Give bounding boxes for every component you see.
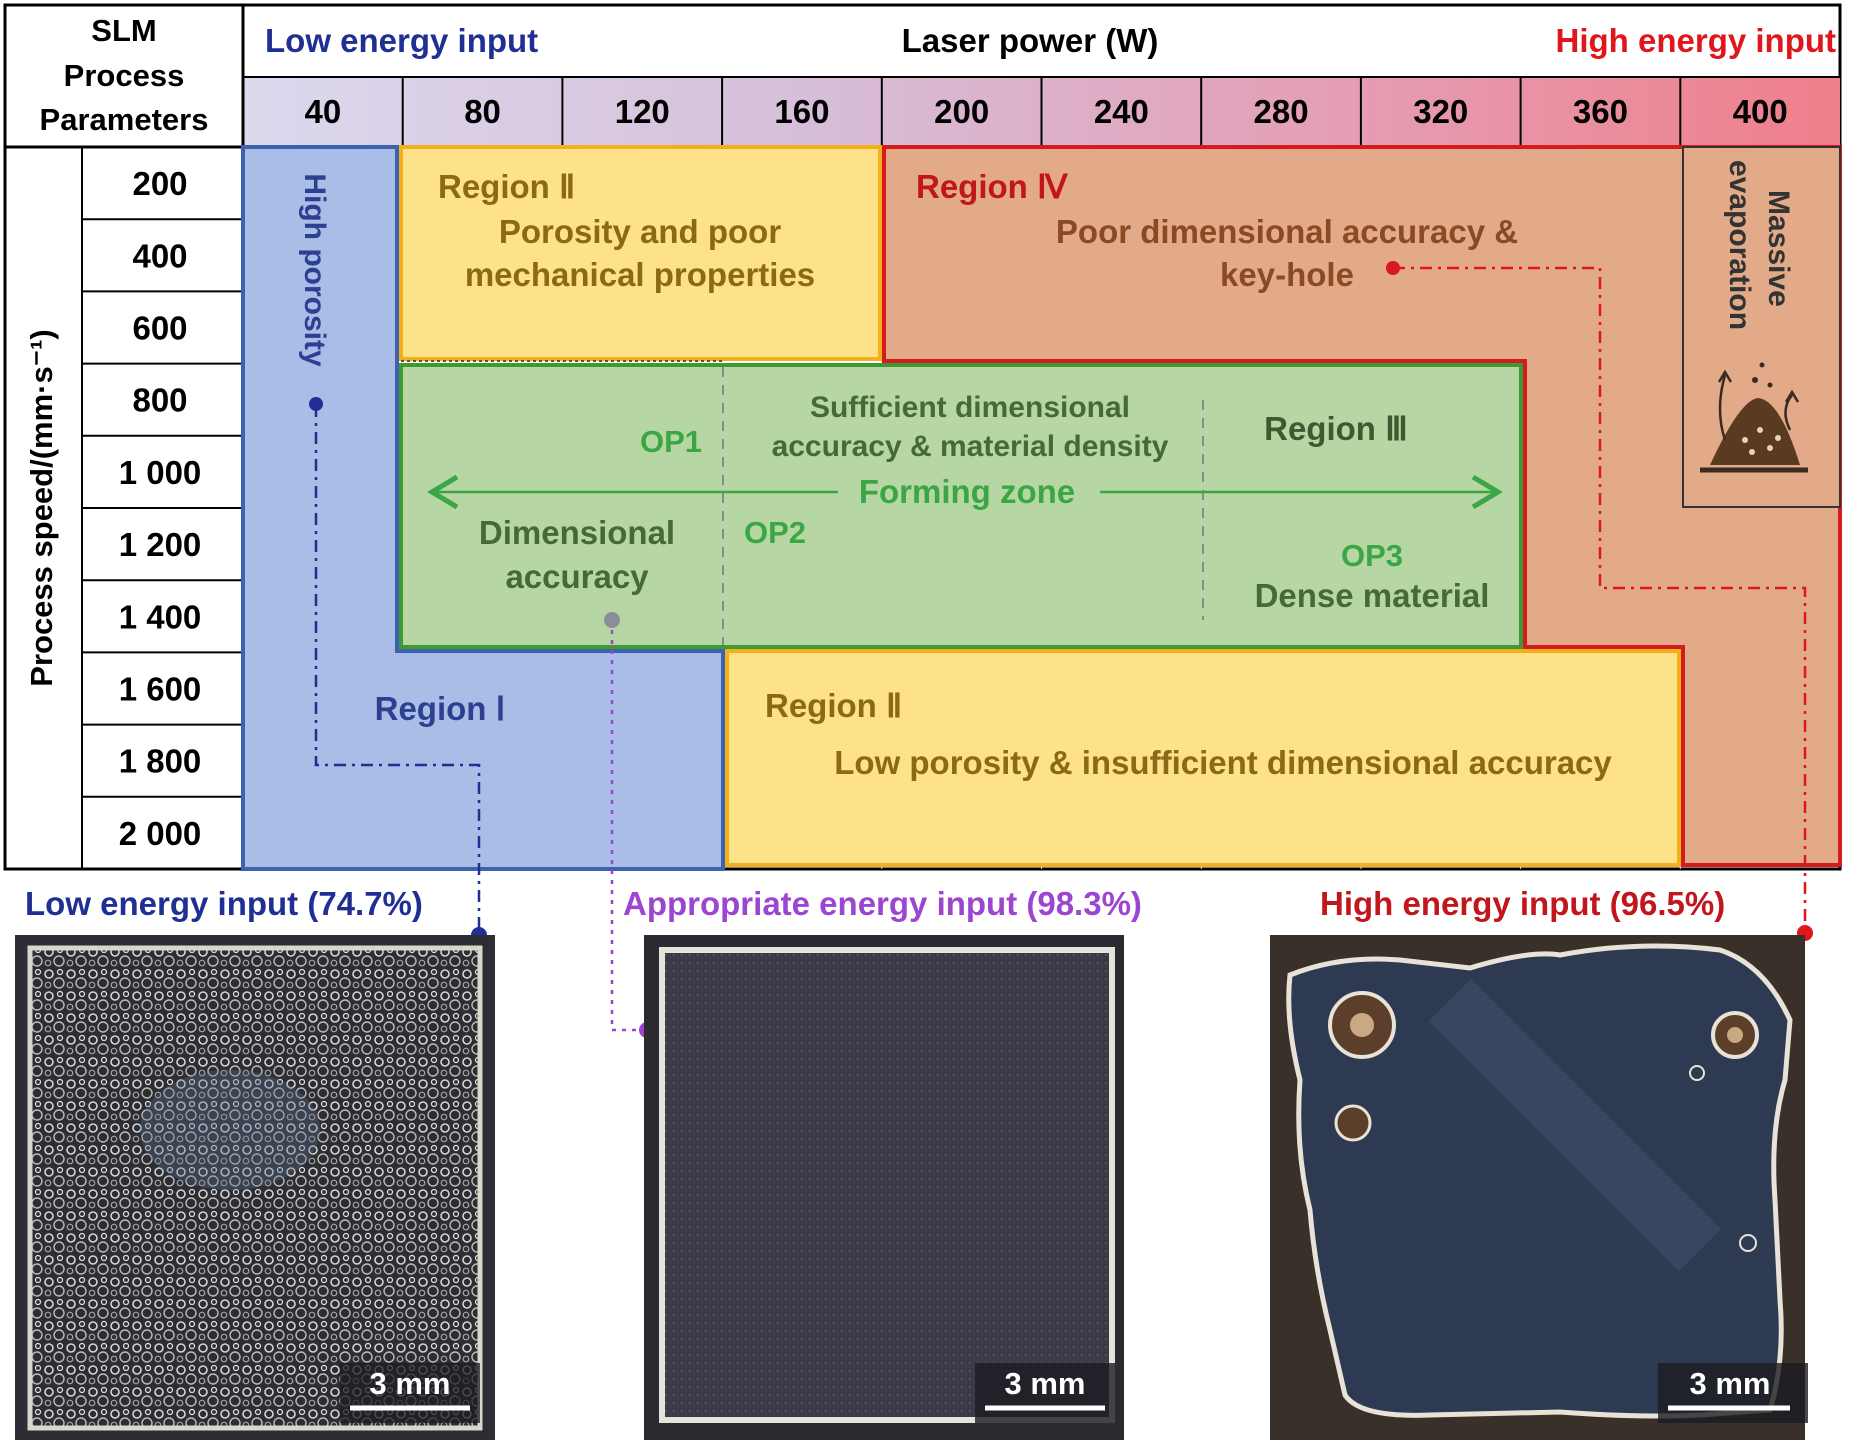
region3-area: [399, 363, 1523, 649]
leader-appropriate: [610, 620, 645, 1032]
power-tick-label: 120: [615, 93, 670, 130]
power-tick-label: 40: [304, 93, 341, 130]
evaporation-line1: Massive: [1762, 190, 1795, 307]
evaporation-icon: [1700, 362, 1808, 473]
region2-top-area: [399, 145, 882, 361]
op2-label: OP2: [744, 515, 806, 550]
speed-tick-label: 200: [132, 165, 187, 202]
sample1-image: 3 mm: [15, 935, 495, 1440]
region1-area: [241, 145, 725, 871]
high-energy-label: High energy input: [1556, 22, 1837, 59]
sample2-caption: Appropriate energy input (98.3%): [623, 885, 1142, 922]
speed-tick-label: 1 400: [119, 598, 202, 635]
speed-tick-label: 1 800: [119, 743, 202, 780]
sample1-scale-bar: 3 mm: [370, 1366, 451, 1401]
low-energy-label: Low energy input: [265, 22, 538, 59]
power-tick-label: 280: [1254, 93, 1309, 130]
power-tick-label: 400: [1733, 93, 1788, 130]
sample3-scale-bar: 3 mm: [1690, 1366, 1771, 1401]
region3-center-line1: Sufficient dimensional: [810, 391, 1130, 424]
sample2-image: 3 mm: [644, 935, 1124, 1440]
op3-label: OP3: [1341, 538, 1403, 573]
region4-desc1: Poor dimensional accuracy &: [1056, 213, 1518, 250]
forming-zone-label: Forming zone: [859, 473, 1075, 510]
region2-top-desc2: mechanical properties: [465, 256, 815, 293]
region4-label: Region Ⅳ: [916, 168, 1068, 205]
corner-title-line3: Parameters: [40, 102, 209, 137]
power-tick-label: 360: [1573, 93, 1628, 130]
region3-center-line2: accuracy & material density: [772, 430, 1169, 463]
sample3-caption: High energy input (96.5%): [1320, 885, 1725, 922]
speed-tick-label: 1 200: [119, 526, 202, 563]
speed-tick-label: 1 600: [119, 671, 202, 708]
corner-title-line1: SLM: [91, 13, 156, 48]
leader-low: [314, 405, 481, 932]
power-tick-label: 320: [1413, 93, 1468, 130]
region2-bottom-area: [725, 649, 1681, 867]
sample3-image: 3 mm: [1270, 935, 1808, 1440]
evaporation-line2: evaporation: [1723, 160, 1756, 330]
speed-axis-label: Process speed/(mm·s⁻¹): [24, 329, 59, 686]
region4-desc2: key-hole: [1220, 256, 1354, 293]
region3-right-desc: Dense material: [1255, 577, 1490, 614]
region1-note: High porosity: [298, 173, 331, 367]
op1-label: OP1: [640, 424, 702, 459]
speed-tick-label: 800: [132, 382, 187, 419]
sample1-caption: Low energy input (74.7%): [25, 885, 423, 922]
evaporation-box: [1682, 146, 1841, 508]
speed-tick-label: 400: [132, 237, 187, 274]
power-tick-label: 80: [464, 93, 501, 130]
power-tick-label: 240: [1094, 93, 1149, 130]
region2-bottom-label: Region Ⅱ: [765, 687, 902, 724]
leader-high: [1393, 266, 1807, 930]
region1-label: Region Ⅰ: [375, 690, 506, 727]
region2-top-desc1: Porosity and poor: [499, 213, 782, 250]
speed-tick-label: 1 000: [119, 454, 202, 491]
region3-label: Region Ⅲ: [1264, 410, 1408, 447]
power-axis-label: Laser power (W): [902, 22, 1159, 59]
region2-bottom-desc: Low porosity & insufficient dimensional …: [834, 744, 1612, 781]
speed-tick-label: 2 000: [119, 815, 202, 852]
region3-left-line1: Dimensional: [479, 514, 675, 551]
region2-top-label: Region Ⅱ: [438, 168, 575, 205]
sample2-scale-bar: 3 mm: [1005, 1366, 1086, 1401]
power-tick-label: 160: [774, 93, 829, 130]
region3-left-line2: accuracy: [505, 558, 649, 595]
power-tick-label: 200: [934, 93, 989, 130]
speed-tick-label: 600: [132, 310, 187, 347]
corner-title-line2: Process: [64, 58, 185, 93]
